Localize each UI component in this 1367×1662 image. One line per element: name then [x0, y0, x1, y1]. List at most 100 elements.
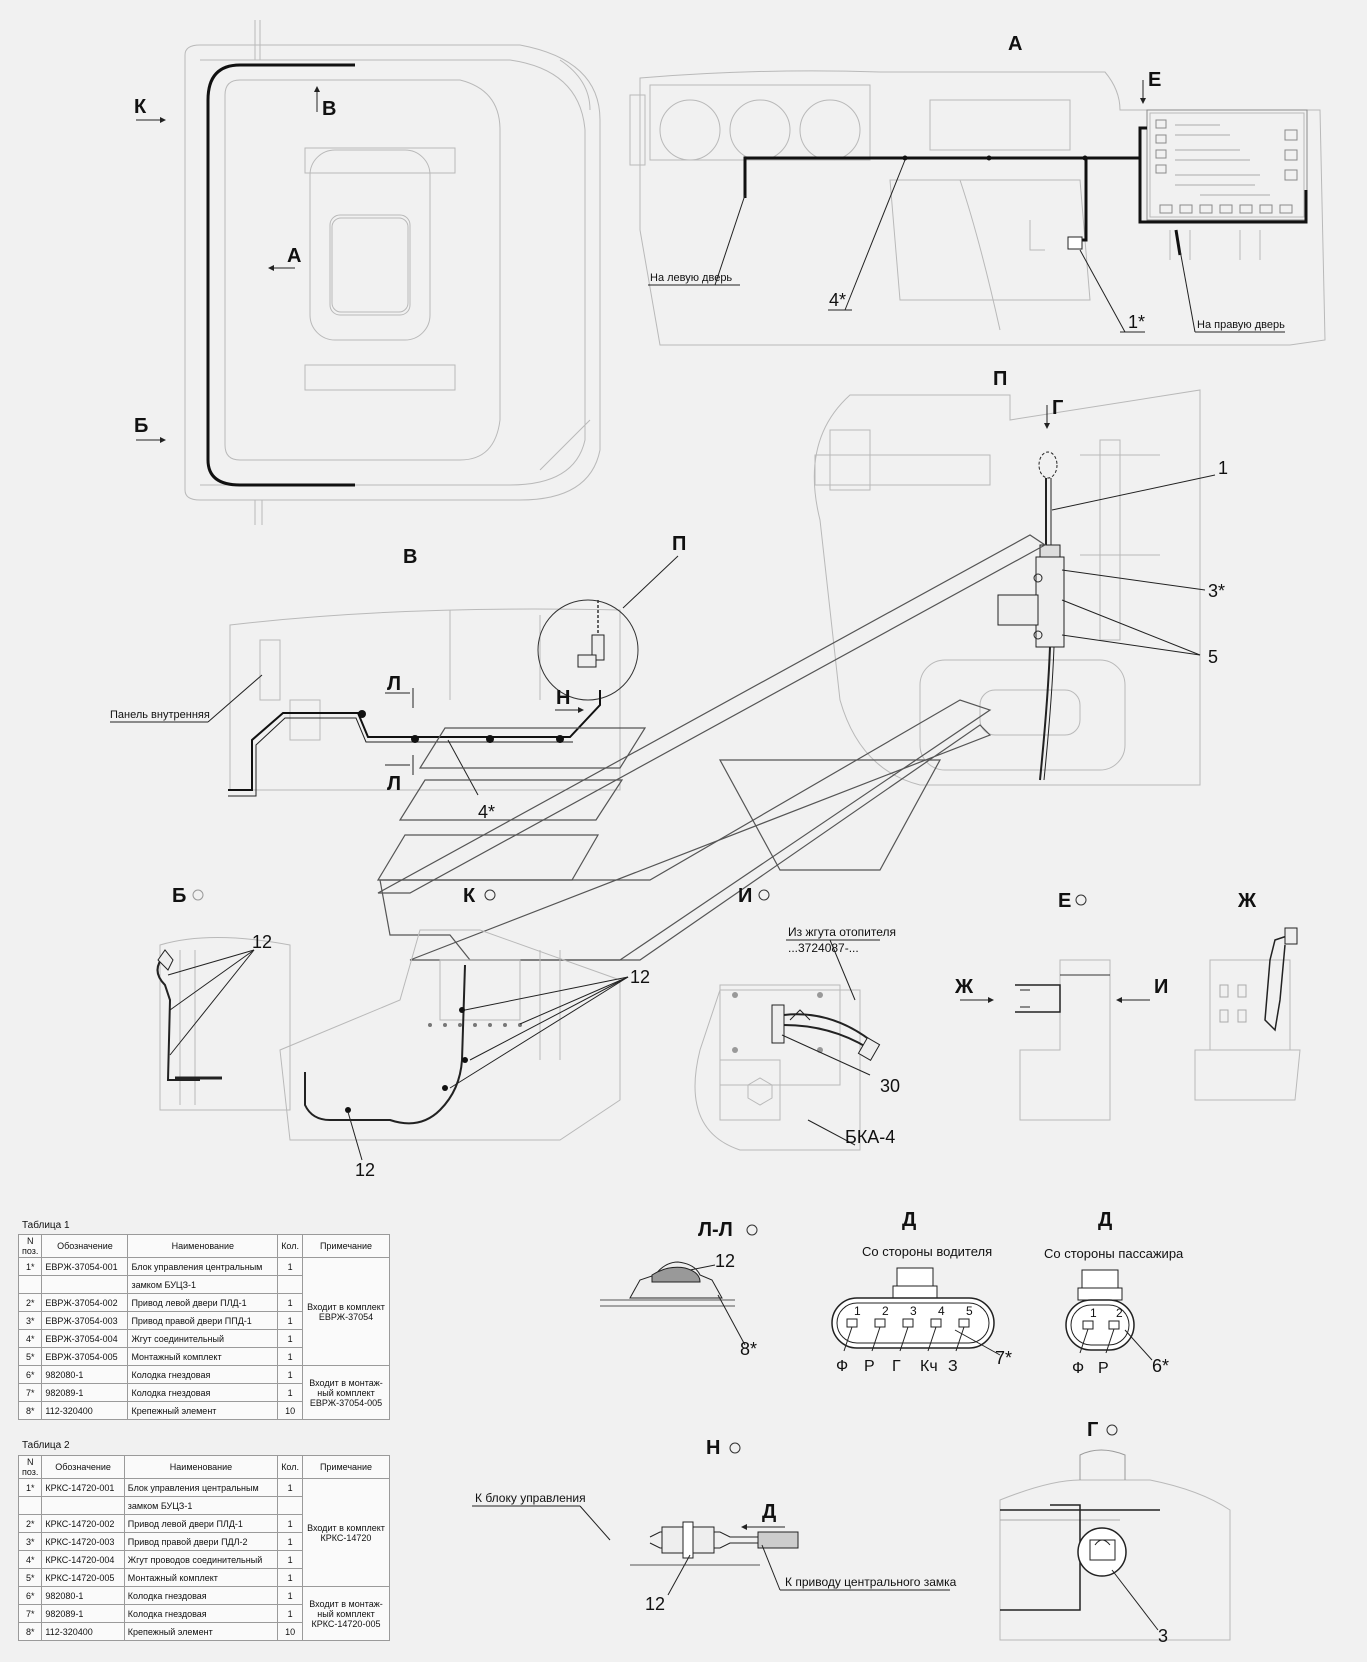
view-g-detail: Г 3	[999, 1419, 1231, 1646]
table-cell-qty: 1	[277, 1514, 303, 1533]
table-cell-qty: 1	[277, 1293, 303, 1312]
table-header: N поз.	[17, 1455, 43, 1479]
table-cell-qty: 1	[277, 1478, 303, 1497]
section-l-l: Л-Л 8* 12	[600, 1219, 758, 1359]
view-b-detail: Б 12	[156, 885, 291, 1111]
table-cell-code: 112-320400	[41, 1401, 129, 1420]
view-d-driver-title: Д	[902, 1209, 916, 1231]
table-cell-name: Колодка гнездовая	[123, 1586, 279, 1605]
table-cell-qty: 1	[277, 1311, 303, 1330]
table-cell-qty: 1	[277, 1365, 303, 1384]
view-marker-b: Б	[134, 415, 148, 437]
view-e-arrow-i: И	[1154, 976, 1168, 998]
table-cell-name: Колодка гнездовая	[127, 1383, 279, 1402]
table-note-mounting-kit: Входит в монтаж-ный комплект КРКС-14720-…	[302, 1586, 390, 1641]
table-cell-pos: 4*	[17, 1329, 43, 1348]
table-cell-name: Крепежный элемент	[123, 1622, 279, 1641]
connector-pin	[902, 1318, 914, 1328]
table-header: Наименование	[123, 1455, 279, 1479]
table-cell-code: 982080-1	[41, 1586, 125, 1605]
callout-12-view-k-upper: 12	[630, 967, 650, 987]
table-cell-name: Колодка гнездовая	[123, 1604, 279, 1623]
connector-pin	[930, 1318, 942, 1328]
table-cell-qty: 1	[277, 1383, 303, 1402]
connector-pin	[874, 1318, 886, 1328]
table-cell-pos: 3*	[17, 1311, 43, 1330]
view-marker-l-top: Л	[387, 673, 401, 695]
view-a-title: А	[1008, 33, 1022, 55]
callout-6: 6*	[1152, 1356, 1169, 1376]
label-bka-4: БКА-4	[845, 1127, 895, 1147]
table-cell-qty	[277, 1275, 303, 1294]
harness-4-path	[206, 63, 355, 487]
view-v-panel: В Л Л Н П Панель внутренняя 4*	[110, 533, 686, 822]
view-v-title: В	[403, 546, 417, 568]
view-k-title: К	[463, 885, 476, 907]
table-cell-name: Привод правой двери ПДЛ-2	[123, 1532, 279, 1551]
connector-pin	[846, 1318, 858, 1328]
table-cell-pos: 4*	[17, 1550, 43, 1569]
table-cell-name: Колодка гнездовая	[127, 1365, 279, 1384]
table-cell-code: ЕВРЖ-37054-002	[41, 1293, 129, 1312]
view-i-title: И	[738, 885, 752, 907]
table-cell-code: КРКС-14720-003	[41, 1532, 125, 1551]
table-cell-pos: 1*	[17, 1478, 43, 1497]
view-a-dashboard: А	[629, 33, 1326, 346]
table-cell-pos: 5*	[17, 1347, 43, 1366]
table-cell-code: ЕВРЖ-37054-004	[41, 1329, 129, 1348]
pin-label: З	[948, 1358, 958, 1375]
table-cell-code: ЕВРЖ-37054-005	[41, 1347, 129, 1366]
view-marker-a: А	[287, 245, 301, 267]
pin-number: 1	[854, 1304, 861, 1318]
table-cell-name: Привод правой двери ППД-1	[127, 1311, 279, 1330]
table-cell-code: 112-320400	[41, 1622, 125, 1641]
view-d-pass-title: Д	[1098, 1209, 1112, 1231]
table-note-kit: Входит в комплект ЕВРЖ-37054	[302, 1257, 390, 1366]
callout-5-view-p: 5	[1208, 647, 1218, 667]
view-marker-g: Г	[1052, 397, 1063, 419]
table-cell-name: замком БУЦЗ-1	[123, 1496, 279, 1515]
table-cell-qty: 1	[277, 1532, 303, 1551]
label-from-heater-harness: Из жгута отопителя	[788, 925, 896, 939]
view-n-title: Н	[706, 1437, 720, 1459]
table-cell-qty: 1	[277, 1550, 303, 1569]
table-cell-name: Привод левой двери ПЛД-1	[123, 1514, 279, 1533]
table-cell-name: Жгут проводов соединительный	[123, 1550, 279, 1569]
callout-30: 30	[880, 1076, 900, 1096]
table-cell-pos	[17, 1275, 43, 1294]
table-cell-pos: 7*	[17, 1383, 43, 1402]
view-marker-n: Н	[556, 687, 570, 709]
callout-8: 8*	[740, 1339, 757, 1359]
table-cell-qty: 10	[277, 1622, 303, 1641]
view-p-title: П	[993, 368, 1007, 390]
table-cell-code: КРКС-14720-005	[41, 1568, 125, 1587]
table-cell-name: Блок управления центральным	[127, 1257, 279, 1276]
table-row: замком БУЦЗ-1	[17, 1275, 390, 1294]
label-panel-inner: Панель внутренняя	[110, 709, 210, 721]
table-cell-code: 982089-1	[41, 1604, 125, 1623]
table-cell-pos: 5*	[17, 1568, 43, 1587]
table-cell-code	[41, 1275, 129, 1294]
table-cell-name: Монтажный комплект	[127, 1347, 279, 1366]
pin-number: 1	[1090, 1306, 1097, 1320]
pin-number: 2	[1116, 1306, 1123, 1320]
view-zh-detail: Ж	[1194, 890, 1301, 1101]
view-marker-l-bottom: Л	[387, 773, 401, 795]
callout-12-view-b: 12	[252, 932, 272, 952]
table-cell-pos: 6*	[17, 1365, 43, 1384]
table-cell-code: КРКС-14720-002	[41, 1514, 125, 1533]
view-d-driver-subtitle: Со стороны водителя	[862, 1244, 992, 1259]
pin-number: 5	[966, 1304, 973, 1318]
table-header: Обозначение	[41, 1455, 125, 1479]
table-header: Наименование	[127, 1234, 279, 1258]
table-cell-pos: 8*	[17, 1401, 43, 1420]
